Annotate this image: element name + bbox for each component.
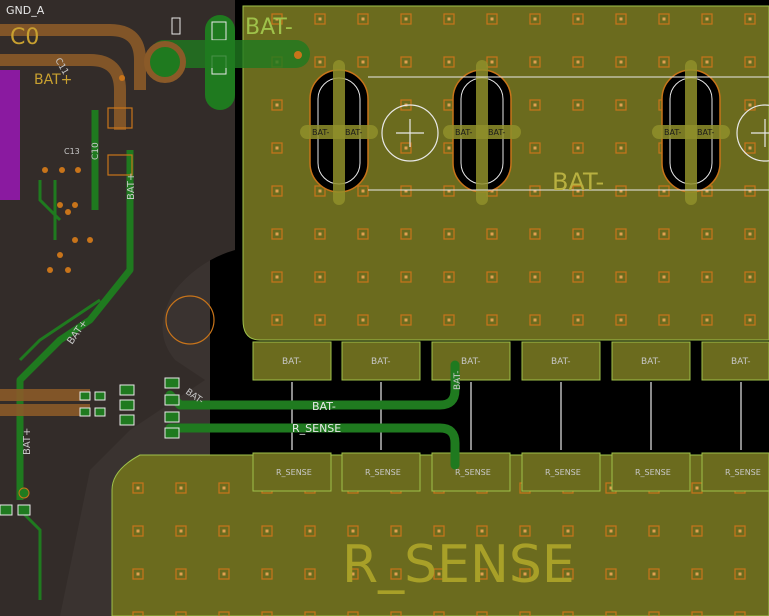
svg-text:BAT-: BAT-	[488, 128, 505, 137]
net-label-c0: C0	[10, 25, 39, 50]
svg-text:R_SENSE: R_SENSE	[455, 468, 491, 477]
battery-contacts	[300, 60, 730, 205]
net-label-bat-vert-trace: BAT-	[453, 370, 463, 390]
svg-text:BAT-: BAT-	[371, 357, 391, 367]
contact-labels: BAT- BAT- BAT- BAT- BAT- BAT-	[312, 128, 714, 137]
svg-text:R_SENSE: R_SENSE	[276, 468, 312, 477]
svg-text:BAT-: BAT-	[664, 128, 681, 137]
svg-text:BAT-: BAT-	[345, 128, 362, 137]
board-substrate-mid	[0, 0, 235, 616]
orange-copper-traces	[0, 24, 146, 416]
comp-label-c10: C10	[91, 142, 101, 160]
shunt-resistor-outlines	[291, 382, 742, 450]
sense-connector-pads	[0, 377, 180, 516]
svg-text:BAT-: BAT-	[697, 128, 714, 137]
svg-text:R_SENSE: R_SENSE	[635, 468, 671, 477]
rsense-pads	[252, 452, 769, 492]
net-label-bat-plus-vert: BAT+	[22, 428, 33, 455]
net-label-bat-minus-pour: BAT-	[552, 168, 604, 196]
pad-labels-rsense: R_SENSE R_SENSE R_SENSE R_SENSE R_SENSE …	[276, 468, 761, 477]
signal-traces	[18, 180, 101, 600]
svg-text:BAT-: BAT-	[282, 357, 302, 367]
svg-text:BAT-: BAT-	[312, 128, 329, 137]
top-components	[107, 15, 310, 176]
net-label-bat-plus-top: BAT+	[34, 72, 72, 88]
comp-label-c13: C13	[64, 147, 80, 156]
mounting-hole	[165, 295, 215, 345]
bat-minus-sense-pads	[252, 341, 769, 381]
ic-footprint-magenta	[0, 70, 20, 200]
via-cluster	[18, 51, 302, 499]
svg-text:R_SENSE: R_SENSE	[725, 468, 761, 477]
sense-traces	[165, 360, 460, 470]
svg-text:BAT-: BAT-	[731, 357, 751, 367]
net-label-rsense-large: R_SENSE	[342, 535, 575, 595]
svg-text:BAT-: BAT-	[641, 357, 661, 367]
svg-text:BAT-: BAT-	[455, 128, 472, 137]
svg-text:R_SENSE: R_SENSE	[365, 468, 401, 477]
net-label-gnd-a: GND_A	[6, 4, 45, 17]
pad-labels-bat-minus: BAT- BAT- BAT- BAT- BAT- BAT-	[282, 357, 751, 367]
net-label-bat-minus-top: BAT-	[245, 15, 293, 40]
svg-text:BAT-: BAT-	[461, 357, 481, 367]
svg-text:R_SENSE: R_SENSE	[545, 468, 581, 477]
net-label-bat-plus-vert2: BAT+	[126, 173, 137, 200]
net-label-bat-minus-trace: BAT-	[312, 400, 336, 413]
svg-text:BAT-: BAT-	[551, 357, 571, 367]
net-label-rsense-trace: R_SENSE	[292, 422, 341, 435]
polarity-plus-markers	[381, 104, 769, 162]
rsense-via-field	[112, 480, 769, 616]
